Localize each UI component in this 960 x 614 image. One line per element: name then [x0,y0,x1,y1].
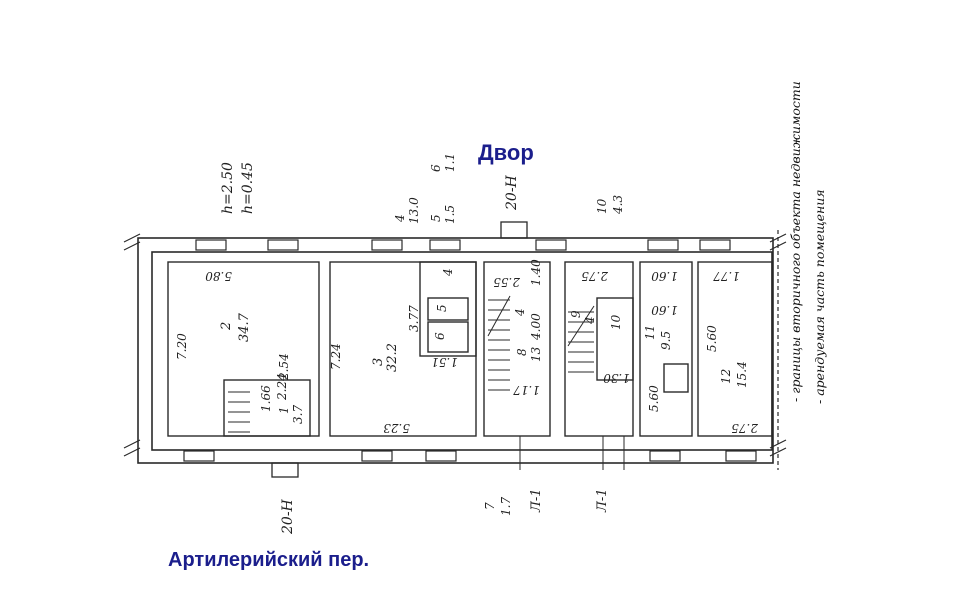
room8-number: 4 [513,308,527,317]
room12-dim-c: 2.75 [731,421,759,435]
ext7-bottom: 1.7 [499,497,513,516]
yard-label: Двор [478,140,534,165]
room-3 [329,261,477,437]
room-12 [697,261,773,437]
room6-number: 6 [433,332,447,340]
room8-dim-c: 4.00 [529,313,543,341]
legend-boundary: - границы вторичного объекта недвижимост… [788,81,803,402]
entrance-bottom-label: 20-Н [280,498,296,535]
ext5-top: 5 [429,214,443,222]
room4-dim-a: 3.77 [407,305,421,332]
room8-dim-d: 1.17 [513,383,540,397]
room-10 [596,297,634,381]
section-lines [519,436,625,470]
legend: - границы вторичного объекта недвижимост… [788,81,827,404]
stair-b-label: Л-1 [595,488,610,513]
lane-label: Артилерийский пер. [168,549,370,571]
room1-dim-b: 2.24 [275,373,289,401]
room5-number: 5 [435,304,449,312]
room-9 [564,261,634,437]
legend-rented: - арендуемая часть помещения [812,189,827,404]
stair-hatching [228,295,595,433]
entrances [271,221,528,478]
room-6 [427,321,469,353]
room11-dim-c: 5.60 [647,385,661,412]
room9-number: 9 [569,310,583,318]
room11-number: 11 [643,325,657,340]
room2-number: 2 [219,322,234,331]
ext10-top: 10 [595,198,609,214]
room12-dim-b: 5.60 [705,325,719,352]
room-11-alcove [663,363,689,393]
room4-number: 4 [441,268,455,277]
room9-area: 4 [583,316,597,325]
stair-a-label: Л-1 [529,488,544,513]
dim-room2-width: 5.80 [205,269,232,283]
height-top: h=2.50 [220,162,236,214]
dim-room2-height: 7.20 [175,333,189,360]
dimension-labels: 5.80 7.20 2 34.7 1.66 2.24 2.54 1 3.7 7.… [175,153,759,535]
room1-area: 3.7 [291,405,305,424]
windows [183,239,757,462]
room-4 [419,261,477,357]
room4-dim-b: 1.51 [431,355,458,369]
room1-dim-c: 2.54 [277,353,291,381]
dim-room3-width: 5.23 [383,421,410,435]
room8-area: 13 [529,346,543,362]
room8b-number: 8 [515,348,529,356]
room-5 [427,297,469,321]
room12-area: 15.4 [735,361,749,388]
height-bottom: h=0.45 [240,162,256,214]
room2-area: 34.7 [237,312,252,342]
room-outlines [167,261,773,437]
ext6-top: 6 [429,164,443,172]
room9-dim-a: 2.75 [581,269,609,283]
ext4-bottom: 13.0 [407,197,421,224]
room-11 [639,261,693,437]
room3-number: 3 [371,358,386,366]
room11-dim-a: 1.60 [651,269,678,283]
room-1 [223,379,311,437]
ext5-bottom: 1.5 [443,205,457,224]
room8-dim-a: 2.55 [493,275,521,289]
room11-area: 9.5 [659,331,673,350]
room10-number: 10 [609,314,623,330]
room8-dim-b: 1.40 [529,259,543,286]
entrance-top-label: 20-Н [504,174,520,211]
room-8 [483,261,551,437]
room12-dim-a: 1.77 [713,269,740,283]
room1-dim-a: 1.66 [259,385,273,412]
ext6-bottom: 1.1 [443,153,457,172]
ext4-top: 4 [393,214,407,223]
dim-room3-height: 7.24 [329,343,343,370]
room12-number: 12 [719,369,733,384]
room11-dim-b: 1.60 [651,303,678,317]
room3-area: 32.2 [385,343,400,372]
room1-number: 1 [277,406,291,414]
ext10-bottom: 4.3 [611,195,625,215]
wall-break-marks [123,233,787,457]
room9-dim-b: 1.30 [603,371,630,385]
ext7-top: 7 [483,502,497,510]
